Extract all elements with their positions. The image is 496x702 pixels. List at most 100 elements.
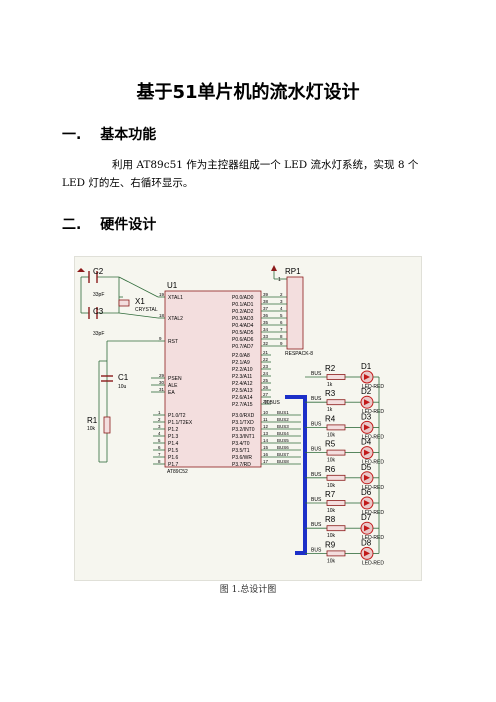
led-diode-icon bbox=[364, 424, 370, 431]
pin-number: 21 bbox=[263, 350, 269, 355]
led-part: LED-RED bbox=[362, 460, 384, 466]
figure-caption: 图 1.总设计图 bbox=[219, 585, 277, 595]
pin-number: 33 bbox=[263, 334, 269, 339]
pin-number: 36 bbox=[263, 313, 269, 318]
pin-name: ALE bbox=[168, 383, 178, 389]
resistor-body bbox=[326, 374, 346, 380]
r1-value: 10k bbox=[87, 426, 96, 432]
bus-net-label: BUS8 bbox=[277, 459, 289, 464]
pin-number: 28 bbox=[263, 399, 269, 404]
pin-name: P0.1/AD1 bbox=[232, 302, 254, 308]
rp-pin-number: 4 bbox=[280, 306, 283, 311]
led-diode-icon bbox=[364, 399, 370, 406]
resistor-body bbox=[326, 474, 346, 481]
bus-net-label: BUS3 bbox=[277, 424, 289, 429]
resistor-body bbox=[326, 399, 346, 406]
pin-name: P0.5/AD5 bbox=[232, 330, 254, 336]
document-title: 基于51单片机的流水灯设计 bbox=[136, 82, 360, 103]
pin-name: P3.0/RXD bbox=[232, 413, 255, 419]
bus-tag: BUS bbox=[311, 472, 322, 478]
pin-name: P3.3/INT1 bbox=[232, 434, 255, 440]
crystal-body bbox=[118, 299, 130, 307]
bus-group-label: 10BUS bbox=[264, 400, 281, 406]
pin-name: P0.7/AD7 bbox=[232, 344, 254, 350]
pin-number: 8 bbox=[158, 459, 161, 464]
pin-name: P1.1/T2EX bbox=[168, 420, 193, 426]
resistor-label: R7 bbox=[325, 490, 336, 499]
rp1-label: RP1 bbox=[285, 267, 301, 276]
pin-number: 6 bbox=[158, 445, 161, 450]
ground-icon bbox=[77, 268, 85, 272]
pin-number: 23 bbox=[263, 364, 269, 369]
xtal1-wire bbox=[118, 276, 159, 298]
rp-pin-number: 5 bbox=[280, 313, 283, 318]
pin-name: P3.5/T1 bbox=[232, 448, 250, 454]
pin-number: 29 bbox=[159, 373, 165, 378]
led-label: D8 bbox=[361, 538, 372, 547]
pin-name: P3.1/TXD bbox=[232, 420, 254, 426]
led-part: LED-RED bbox=[362, 535, 384, 541]
c1-label: C1 bbox=[118, 373, 129, 382]
section-heading-basic-function: 一. 基本功能 bbox=[62, 124, 156, 144]
rp1-part: RESPACK-8 bbox=[285, 351, 313, 357]
pin-number: 26 bbox=[263, 385, 269, 390]
pin-number: 2 bbox=[158, 417, 161, 422]
pin-number: 39 bbox=[263, 292, 269, 297]
led-output-stage: BUSR21kD1LED-REDBUSR31kD2LED-REDBUSR410k… bbox=[305, 362, 384, 566]
led-label: D1 bbox=[361, 362, 372, 371]
resistor-value: 10k bbox=[327, 458, 336, 464]
pin-number: 11 bbox=[263, 417, 268, 422]
pin-number: 17 bbox=[263, 459, 269, 464]
led-label: D5 bbox=[361, 463, 372, 472]
led-label: D4 bbox=[361, 438, 372, 447]
bus-net-label: BUS5 bbox=[277, 438, 289, 443]
led-diode-icon bbox=[364, 374, 370, 380]
r1-label: R1 bbox=[87, 416, 98, 425]
c3-value: 33pF bbox=[93, 331, 104, 337]
bus-tag: BUS bbox=[311, 396, 322, 402]
resistor-label: R9 bbox=[325, 540, 336, 549]
pin-number: 3 bbox=[158, 424, 161, 429]
pin-name: P0.3/AD3 bbox=[232, 316, 254, 322]
circuit-schematic: C2 33pF C3 33pF X1 CRYSTAL C1 10u R1 10k… bbox=[74, 256, 422, 581]
pin-number: 13 bbox=[263, 431, 269, 436]
resistor-value: 10k bbox=[327, 558, 336, 564]
pin-name: P0.4/AD4 bbox=[232, 323, 254, 329]
bus-tag: BUS bbox=[311, 371, 322, 377]
mcu-port1-pins: 1P1.0/T22P1.1/T2EX3P1.24P1.35P1.46P1.57P… bbox=[153, 410, 193, 468]
rp-pin-number: 6 bbox=[280, 320, 283, 325]
pin-name: P1.5 bbox=[168, 448, 179, 454]
resistor-body bbox=[326, 550, 346, 557]
pin-name: RST bbox=[168, 339, 178, 345]
pin-number: 7 bbox=[158, 452, 161, 457]
bus-tag: BUS bbox=[311, 547, 322, 553]
led-part: LED-RED bbox=[362, 560, 384, 566]
resistor-body bbox=[326, 449, 346, 456]
pin-name: P0.2/AD2 bbox=[232, 309, 254, 315]
led-part: LED-RED bbox=[362, 384, 384, 390]
u1-part: AT89C52 bbox=[167, 469, 188, 475]
pin-name: P2.7/A15 bbox=[232, 402, 253, 408]
pin-name: EA bbox=[168, 390, 175, 396]
rp-pin-number: 2 bbox=[280, 292, 283, 297]
pin-name: P1.3 bbox=[168, 434, 179, 440]
pin-name: P2.2/A10 bbox=[232, 367, 253, 373]
mcu-port3-pins: 10P3.0/RXDBUS111P3.1/TXDBUS212P3.2/INT0B… bbox=[232, 410, 301, 468]
pin-number: 35 bbox=[263, 320, 269, 325]
pin-number: 4 bbox=[158, 431, 161, 436]
u1-label: U1 bbox=[167, 281, 178, 290]
pin-number: 30 bbox=[159, 380, 165, 385]
resistor-value: 10k bbox=[327, 508, 336, 514]
mcu-port2-pins: 21P2.0/A822P2.1/A923P2.2/A1024P2.3/A1125… bbox=[232, 350, 271, 408]
pin-name: P2.4/A12 bbox=[232, 381, 253, 387]
resistor-body bbox=[326, 525, 346, 532]
led-label: D6 bbox=[361, 488, 372, 497]
c3-label: C3 bbox=[93, 307, 104, 316]
resistor-label: R8 bbox=[325, 515, 336, 524]
rp1-pin-1: 1 bbox=[278, 277, 281, 283]
pin-name: P2.1/A9 bbox=[232, 360, 250, 366]
pin-name: P2.0/A8 bbox=[232, 353, 250, 359]
